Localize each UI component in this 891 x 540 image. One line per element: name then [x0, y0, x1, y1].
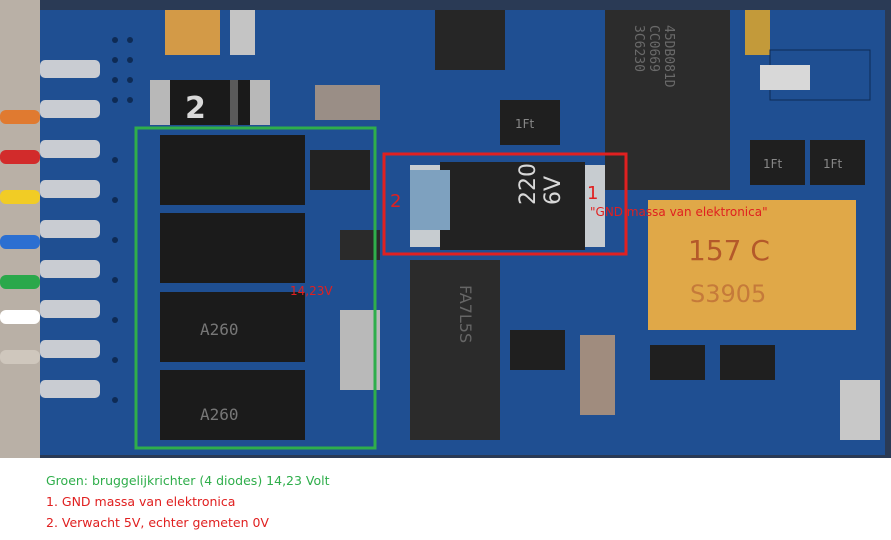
red-highlight-box — [382, 152, 628, 256]
tantalum-marking-2: 6V — [541, 176, 566, 205]
gold-pads — [745, 10, 770, 55]
wire-bundle — [0, 110, 40, 364]
marker-1: 1 — [587, 183, 599, 204]
transistor-3 — [810, 140, 865, 185]
voltage-regulator — [410, 260, 500, 440]
caption-green-line: Groen: bruggelijkrichter (4 diodes) 14,2… — [46, 473, 330, 488]
small-capacitor — [165, 10, 220, 55]
gnd-note: "GND massa van elektronica" — [590, 205, 768, 219]
diode-marking-1: A260 — [200, 320, 239, 339]
small-chip-bottom-2 — [650, 345, 705, 380]
transistor-2 — [750, 140, 805, 185]
tantalum-capacitor-157 — [648, 200, 856, 330]
circuit-board-photo: 2 A260 A260 220 6V 1Ft 1Ft 1Ft 45DB081D … — [0, 0, 891, 458]
small-chip-bottom-3 — [720, 345, 775, 380]
voltage-label: 14,23V — [290, 284, 333, 298]
resistor-top-right — [760, 65, 810, 90]
caption-item-1: 1. GND massa van elektronica — [46, 494, 236, 509]
transistor-label-1: 1Ft — [515, 117, 535, 131]
transistor-label-3: 1Ft — [823, 157, 843, 171]
diode-number-stamp: 2 — [185, 91, 206, 126]
transistor-label-2: 1Ft — [763, 157, 783, 171]
bridge-diodes: A260 A260 — [160, 135, 305, 440]
yellow-cap-marking-2: S3905 — [690, 280, 766, 308]
chip-marking-2: CC0669 — [646, 25, 661, 72]
bridge-diode-3 — [160, 292, 305, 362]
yellow-cap-marking-1: 157 C — [688, 234, 770, 267]
chip-marking-1: 45DB081D — [661, 25, 676, 88]
top-ic — [435, 10, 505, 70]
small-chip-bottom — [510, 330, 565, 370]
left-edge-cable-area — [0, 0, 40, 458]
chip-marking-3: 3C6230 — [631, 25, 646, 72]
bridge-diode-2 — [160, 213, 305, 283]
small-pad — [230, 10, 255, 55]
tantalum-capacitor-220 — [440, 162, 585, 250]
caption: Groen: bruggelijkrichter (4 diodes) 14,2… — [46, 470, 330, 533]
caption-item-2: 2. Verwacht 5V, echter gemeten 0V — [46, 515, 269, 530]
regulator-marking: FA7L5S — [456, 285, 475, 343]
pad-block — [340, 310, 380, 390]
small-ic — [310, 150, 370, 190]
bridge-diode-4 — [160, 370, 305, 440]
marker-2: 2 — [390, 191, 402, 212]
small-component — [340, 230, 380, 260]
transistor-1 — [500, 100, 560, 145]
bridge-diode-1 — [160, 135, 305, 205]
tantalum-marking-1: 220 — [516, 163, 541, 205]
resistor — [315, 85, 380, 120]
diode-marking-2: A260 — [200, 405, 239, 424]
corner-pad — [840, 380, 880, 440]
solder-pads — [40, 60, 100, 398]
resistor-bottom — [580, 335, 615, 415]
green-highlight-box — [134, 126, 377, 450]
vias — [112, 37, 133, 403]
